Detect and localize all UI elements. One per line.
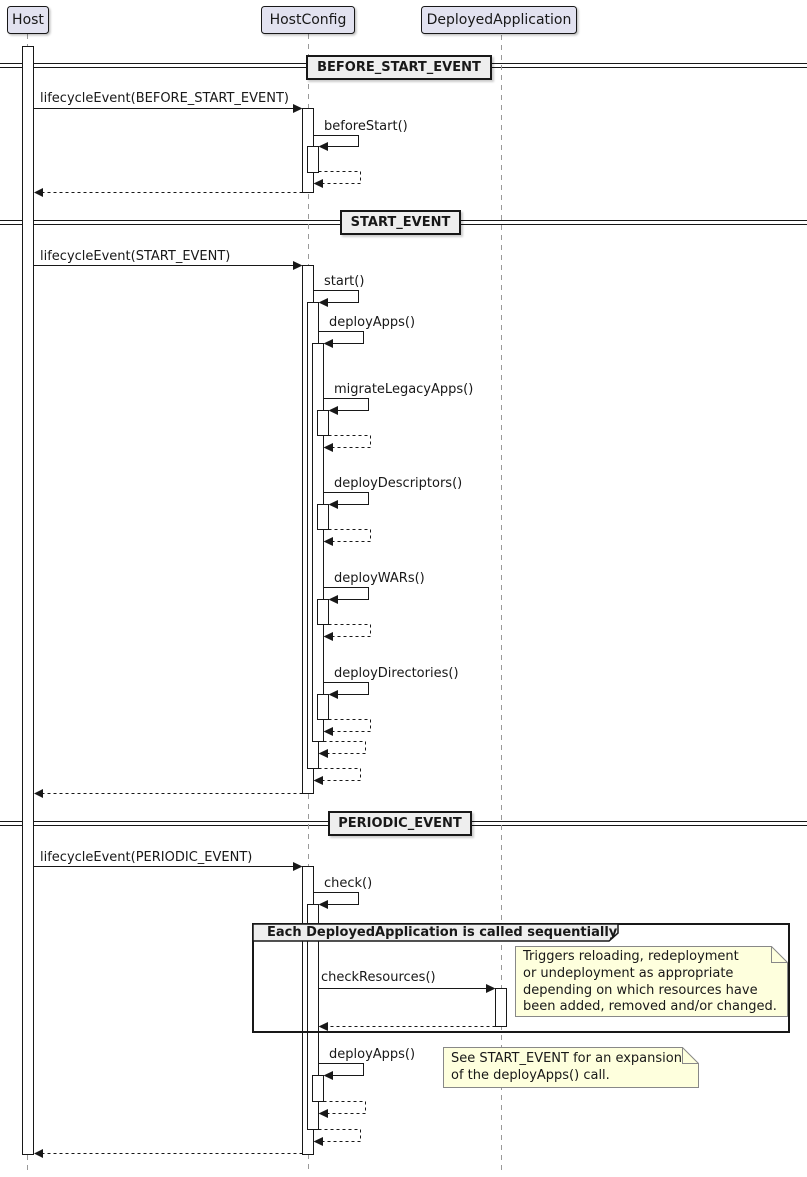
arrow-deployDescriptors [323, 492, 369, 509]
arrow-deployApps-periodic [318, 1063, 364, 1080]
divider-lines [0, 63, 807, 826]
arrow-deployDirectories [323, 682, 369, 699]
note-deploy-apps-shape [443, 1047, 699, 1088]
return-deployWARs [323, 624, 371, 641]
group-title: Each DeployedApplication is called seque… [267, 925, 618, 940]
message-label-deployWARs: deployWARs() [334, 571, 425, 586]
message-label-lifecycle-start: lifecycleEvent(START_EVENT) [40, 249, 231, 264]
message-label-lifecycle-before-start: lifecycleEvent(BEFORE_START_EVENT) [40, 91, 289, 106]
return-to-host-periodic [34, 1149, 303, 1158]
message-label-deployApps-start: deployApps() [329, 315, 416, 330]
message-label-deployDescriptors: deployDescriptors() [334, 476, 463, 491]
arrow-checkResources [318, 984, 496, 993]
arrow-lifecycle-periodic [33, 862, 303, 871]
message-label-deployDirectories: deployDirectories() [334, 666, 459, 681]
lifelines [27, 34, 502, 1172]
group-frame [252, 923, 790, 1033]
arrow-deployWARs [323, 587, 369, 604]
arrow-start [313, 290, 359, 307]
divider-start-event: START_EVENT [340, 210, 461, 235]
return-start [313, 768, 361, 785]
arrow-deployApps-start [318, 331, 364, 348]
return-deployApps-periodic [318, 1101, 366, 1118]
arrow-beforeStart [313, 135, 359, 151]
return-to-host-start [34, 789, 303, 798]
return-deployApps-start [318, 741, 366, 758]
divider-before-start-event: BEFORE_START_EVENT [306, 55, 492, 80]
message-label-migrateLegacyApps: migrateLegacyApps() [334, 382, 474, 397]
arrow-lifecycle-start [33, 261, 303, 270]
divider-periodic-event: PERIODIC_EVENT [328, 811, 472, 836]
note-check-resources-shape [515, 946, 788, 1017]
return-checkResources [318, 1022, 496, 1031]
return-migrateLegacyApps [323, 435, 371, 452]
note-deploy-apps: See START_EVENT for an expansion of the … [451, 1051, 682, 1083]
message-label-start: start() [324, 274, 365, 289]
message-label-check: check() [324, 876, 373, 891]
note-shapes [443, 946, 788, 1088]
return-to-host-before-start [34, 188, 303, 197]
message-label-checkResources: checkResources() [321, 970, 436, 985]
message-label-lifecycle-periodic: lifecycleEvent(PERIODIC_EVENT) [40, 850, 253, 865]
return-arrows [34, 171, 496, 1158]
deployedapplication-activation [495, 988, 507, 1027]
message-label-beforeStart: beforeStart() [324, 119, 408, 134]
return-deployDirectories [323, 719, 371, 736]
note-check-resources: Triggers reloading, redeployment or unde… [523, 949, 777, 1015]
activation-bars [22, 46, 507, 1155]
arrow-check [313, 892, 359, 909]
participant-deployedapplication: DeployedApplication [421, 6, 577, 34]
call-arrows [33, 104, 496, 1080]
return-deployDescriptors [323, 529, 371, 546]
arrow-lifecycle-before-start [33, 104, 303, 113]
participant-host: Host [7, 6, 49, 34]
message-label-deployApps-periodic: deployApps() [329, 1047, 416, 1062]
participant-hostconfig: HostConfig [261, 6, 355, 34]
host-activation [22, 46, 34, 1155]
arrow-migrateLegacyApps [323, 398, 369, 415]
return-beforeStart [313, 171, 361, 188]
return-check [313, 1129, 361, 1146]
